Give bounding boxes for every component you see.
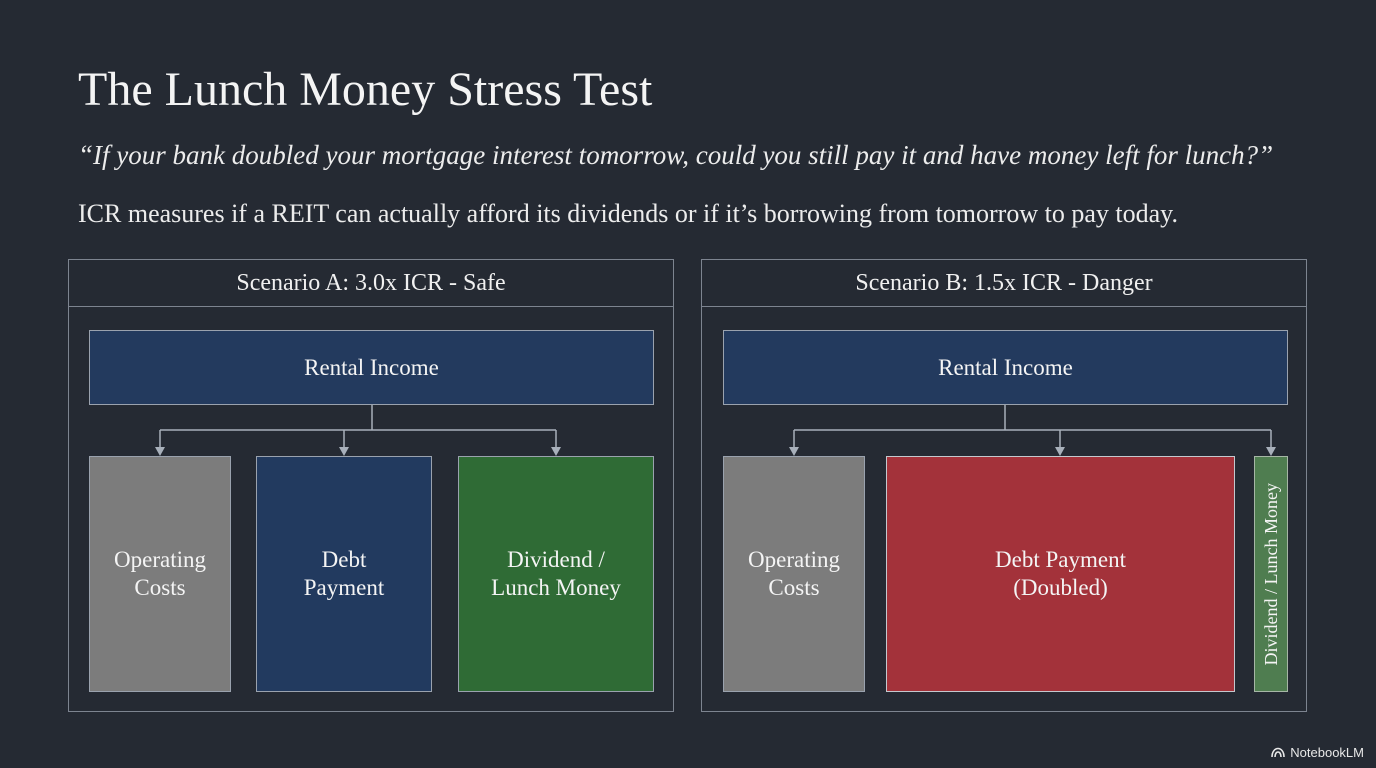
scenario-b-operating-costs: Operating Costs — [723, 456, 865, 692]
scenario-b-operating-costs-line1: Operating — [748, 547, 840, 572]
scenario-a-rental-income-label: Rental Income — [304, 354, 439, 380]
scenario-b-panel: Scenario B: 1.5x ICR - Danger Rental Inc… — [701, 259, 1307, 712]
scenario-a-rental-income: Rental Income — [89, 330, 654, 405]
scenario-b-debt-payment-doubled: Debt Payment (Doubled) — [886, 456, 1235, 692]
scenario-b-rental-income: Rental Income — [723, 330, 1288, 405]
notebooklm-watermark: NotebookLM — [1271, 745, 1364, 760]
scenario-a-debt-payment-line2: Payment — [303, 575, 385, 600]
brand-name: NotebookLM — [1290, 745, 1364, 760]
scenario-a-dividend: Dividend / Lunch Money — [458, 456, 654, 692]
scenario-a-dividend-line1: Dividend / — [507, 547, 605, 572]
scenario-a-debt-payment: Debt Payment — [256, 456, 432, 692]
scenario-a-debt-payment-line1: Debt — [321, 547, 367, 572]
scenario-a-header: Scenario A: 3.0x ICR - Safe — [69, 260, 673, 307]
page-title: The Lunch Money Stress Test — [78, 63, 653, 116]
scenario-b-debt-payment-line2: (Doubled) — [1013, 575, 1108, 600]
scenario-b-dividend: Dividend / Lunch Money — [1254, 456, 1288, 692]
page-quote: “If your bank doubled your mortgage inte… — [78, 140, 1274, 170]
scenario-b-debt-payment-line1: Debt Payment — [995, 547, 1126, 572]
scenario-a-operating-costs: Operating Costs — [89, 456, 231, 692]
page-subtitle: ICR measures if a REIT can actually affo… — [78, 199, 1178, 228]
scenario-b-header: Scenario B: 1.5x ICR - Danger — [702, 260, 1306, 307]
scenario-a-operating-costs-line1: Operating — [114, 547, 206, 572]
scenario-a-operating-costs-line2: Costs — [134, 575, 186, 600]
scenario-a-panel: Scenario A: 3.0x ICR - Safe Rental Incom… — [68, 259, 674, 712]
scenario-a-dividend-line2: Lunch Money — [491, 575, 621, 600]
scenario-b-rental-income-label: Rental Income — [938, 354, 1073, 380]
notebooklm-logo-icon — [1271, 747, 1286, 758]
scenario-b-dividend-label: Dividend / Lunch Money — [1261, 482, 1281, 666]
scenario-b-operating-costs-line2: Costs — [768, 575, 820, 600]
